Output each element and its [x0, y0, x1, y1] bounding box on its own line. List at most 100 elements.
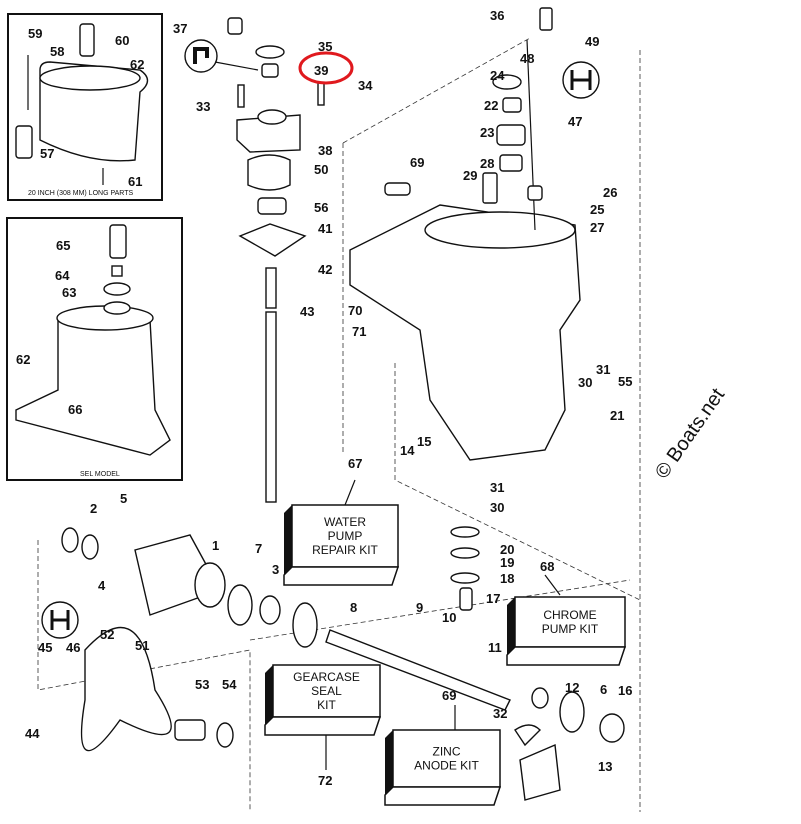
inset-sel-model: SEL MODEL: [6, 217, 183, 481]
part-label-30: 30: [490, 500, 504, 515]
kit-label-line: ZINC: [433, 745, 461, 759]
kit-label-line: PUMP KIT: [542, 622, 599, 636]
water-pump-assembly: [184, 17, 325, 503]
part-label-70: 70: [348, 303, 362, 318]
part-label-2: 2: [90, 501, 97, 516]
part-label-26: 26: [603, 185, 617, 200]
part-label-24: 24: [490, 68, 505, 83]
part-label-58: 58: [50, 44, 64, 59]
part-label-18: 18: [500, 571, 514, 586]
part-label-27: 27: [590, 220, 604, 235]
part-label-1: 1: [212, 538, 219, 553]
part-label-23: 23: [480, 125, 494, 140]
part-label-69: 69: [442, 688, 456, 703]
part-label-43: 43: [300, 304, 314, 319]
part-label-10: 10: [442, 610, 456, 625]
part-label-20: 20: [500, 542, 514, 557]
part-label-67: 67: [348, 456, 362, 471]
part-label-71: 71: [352, 324, 366, 339]
part-label-63: 63: [62, 285, 76, 300]
part-label-14: 14: [400, 443, 415, 458]
kit-label-line: CHROME: [543, 608, 596, 622]
part-label-11: 11: [488, 640, 502, 655]
part-label-34: 34: [358, 78, 373, 93]
part-label-65: 65: [56, 238, 70, 253]
part-label-6: 6: [600, 682, 607, 697]
part-label-21: 21: [610, 408, 624, 423]
part-label-4: 4: [98, 578, 106, 593]
part-label-61: 61: [128, 174, 142, 189]
part-label-29: 29: [463, 168, 477, 183]
part-label-44: 44: [25, 726, 40, 741]
part-label-39: 39: [314, 63, 328, 78]
kit-label-line: WATER: [324, 515, 366, 529]
part-label-57: 57: [40, 146, 54, 161]
kit-label-line: ANODE KIT: [414, 759, 479, 773]
part-label-13: 13: [598, 759, 612, 774]
part-label-62: 62: [16, 352, 30, 367]
lower-gear-parts: [41, 526, 625, 801]
part-label-56: 56: [314, 200, 328, 215]
part-label-51: 51: [135, 638, 149, 653]
inset-long-parts: 20 INCH (308 MM) LONG PARTS: [7, 13, 163, 201]
part-label-55: 55: [618, 374, 632, 389]
part-label-22: 22: [484, 98, 498, 113]
part-label-8: 8: [350, 600, 357, 615]
part-label-59: 59: [28, 26, 42, 41]
exhaust-housing: [349, 7, 600, 461]
kit-label-line: SEAL: [311, 684, 342, 698]
part-label-19: 19: [500, 555, 514, 570]
watermark: © Boats.net: [651, 384, 729, 483]
part-label-64: 64: [55, 268, 70, 283]
part-label-60: 60: [115, 33, 129, 48]
part-label-48: 48: [520, 51, 534, 66]
part-label-42: 42: [318, 262, 332, 277]
inset-caption: 20 INCH (308 MM) LONG PARTS: [28, 190, 133, 197]
part-label-54: 54: [222, 677, 237, 692]
part-label-9: 9: [416, 600, 423, 615]
part-label-38: 38: [318, 143, 332, 158]
highlight-circle: [298, 51, 354, 85]
part-label-28: 28: [480, 156, 494, 171]
part-label-5: 5: [120, 491, 127, 506]
part-label-50: 50: [314, 162, 328, 177]
part-label-25: 25: [590, 202, 604, 217]
kit-label-line: REPAIR KIT: [312, 543, 378, 557]
inset-part-labels: 59 60 58 62 57 61 65 64 63 62 66: [16, 26, 144, 417]
kit-label-line: PUMP: [328, 529, 363, 543]
part-label-69: 69: [410, 155, 424, 170]
part-label-72: 72: [318, 773, 332, 788]
part-label-12: 12: [565, 680, 579, 695]
part-label-47: 47: [568, 114, 582, 129]
kit-label-line: GEARCASE: [293, 670, 360, 684]
part-label-41: 41: [318, 221, 332, 236]
part-label-31: 31: [490, 480, 504, 495]
part-label-33: 33: [196, 99, 210, 114]
part-label-37: 37: [173, 21, 187, 36]
inset-caption: SEL MODEL: [80, 471, 120, 478]
part-label-3: 3: [272, 562, 279, 577]
part-label-30: 30: [578, 375, 592, 390]
part-label-31: 31: [596, 362, 610, 377]
part-label-45: 45: [38, 640, 52, 655]
part-label-62: 62: [130, 57, 144, 72]
part-label-68: 68: [540, 559, 554, 574]
part-label-35: 35: [318, 39, 332, 54]
part-label-46: 46: [66, 640, 80, 655]
part-label-15: 15: [417, 434, 431, 449]
part-label-52: 52: [100, 627, 114, 642]
part-label-7: 7: [255, 541, 262, 556]
part-label-32: 32: [493, 706, 507, 721]
kit-label-line: KIT: [317, 698, 336, 712]
part-label-17: 17: [486, 591, 500, 606]
part-label-16: 16: [618, 683, 632, 698]
part-label-53: 53: [195, 677, 209, 692]
part-label-66: 66: [68, 402, 82, 417]
part-label-49: 49: [585, 34, 599, 49]
